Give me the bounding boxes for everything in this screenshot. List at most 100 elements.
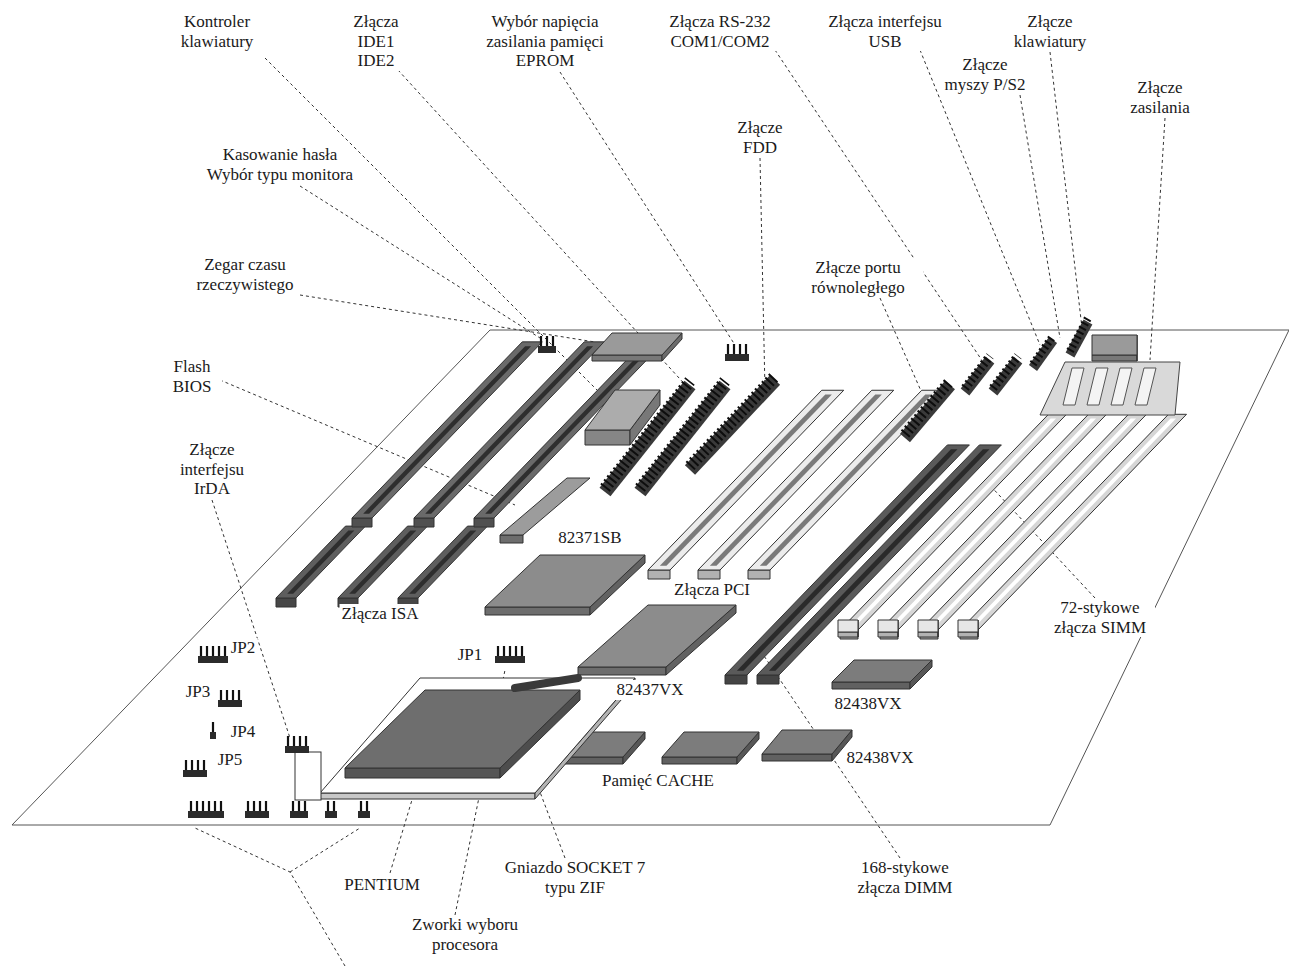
pin-header [905,381,950,434]
data-path-chip [832,660,932,682]
jumper-block [218,700,242,707]
simm-clip [838,632,858,637]
jumper-pin [521,646,523,656]
data-path-chip [762,730,852,754]
leader-line [760,158,765,390]
callout-label: Złącze klawiatury [1005,12,1095,51]
jumper-pin [540,336,542,346]
callout-label: Złącze interfejsu IrDA [167,440,257,499]
jumper-pin [327,801,329,811]
dimm-slot [757,675,779,684]
simm-clip [958,620,978,632]
simm-clip [878,632,898,637]
callout-label: Zworki wyboru procesora [408,915,523,954]
board [12,330,1289,825]
keyboard-controller [585,430,630,445]
southbridge-chip [485,555,645,607]
simm-latch [1111,368,1132,405]
simm-clip [878,620,898,632]
callout-label: Pamięć CACHE [600,771,716,791]
jumper-pin [218,646,220,656]
jumper-pin [190,801,192,811]
jumper-pin [196,801,198,811]
jumper-pin [360,801,362,811]
jumper-block [725,354,749,361]
jumper-pin [212,722,214,732]
power-connector [1092,355,1137,361]
jumper-pin [733,344,735,354]
data-path-chip [832,682,910,689]
jumper-pin [304,801,306,811]
cpu-chip [345,768,500,778]
jumper-pin [745,344,747,354]
callout-label: PENTIUM [342,875,422,895]
leader-line [1020,95,1060,338]
pin-header [965,356,990,388]
callout-label: 72-stykowe złącza SIMM [1045,598,1155,637]
northbridge-chip [578,605,736,667]
leaders [195,50,1165,966]
pci-slot [698,570,720,579]
jumper-pin [206,646,208,656]
jumper-block [183,770,207,777]
simm-latch-row [1040,362,1180,415]
leader-line [985,480,1095,598]
pin-header [1070,318,1088,351]
components [183,318,1187,818]
callout-label: Złącza interfejsu USB [815,12,955,51]
callout-label: JP1 [456,645,485,665]
callout-label: Wybór typu monitora [205,165,355,185]
dimm-slot [725,675,747,684]
data-path-chip [762,754,832,761]
leader-line [212,500,290,738]
isa-slot [276,598,296,607]
callout-label: 82437VX [614,680,685,700]
callout-label: 82371SB [556,528,623,548]
jumper-pin [292,801,294,811]
jumper-pin [287,736,289,746]
simm-latch [1087,368,1108,405]
jumper-pin [253,801,255,811]
isa-slot [414,518,434,527]
pin-header [1033,336,1053,364]
jumper-pin [503,646,505,656]
jumper-pin [202,801,204,811]
jumper-block [358,811,370,818]
isa-slot [287,530,354,593]
simm-latch [1135,368,1156,405]
callout-label: Złącze zasilania [1120,78,1200,117]
jumper-pin [247,801,249,811]
jumper-pin [366,801,368,811]
callout-label: Złącza RS-232 COM1/COM2 [660,12,780,51]
jumper-pin [238,690,240,700]
rtc-chip [592,355,662,361]
isa-slot [409,530,476,593]
leader-line [290,828,360,872]
jumper-pin [739,344,741,354]
leader-line [195,828,345,966]
leader-line [775,50,985,365]
zif-lever [515,678,578,688]
jumper-pin [333,801,335,811]
leader-line [1150,118,1165,360]
jumper-pin [552,336,554,346]
jumper-pin [546,336,548,346]
jumper-block [198,656,228,663]
flash-bios [500,478,590,535]
keyboard-controller [585,390,660,430]
leader-line [398,70,690,390]
northbridge-chip [578,667,666,675]
jumper-pin [497,646,499,656]
isa-slot [349,530,416,593]
jumper-pin [224,646,226,656]
pin-header [993,356,1018,388]
pin-header [690,376,775,466]
callout-label: Złącze myszy P/S2 [941,55,1029,94]
callout-label: Złącze FDD [730,118,790,157]
jumper-pin [191,760,193,770]
jumper-pin [515,646,517,656]
simm-slot [970,419,1176,626]
leader-line [1050,52,1082,328]
callout-label: JP3 [184,682,213,702]
